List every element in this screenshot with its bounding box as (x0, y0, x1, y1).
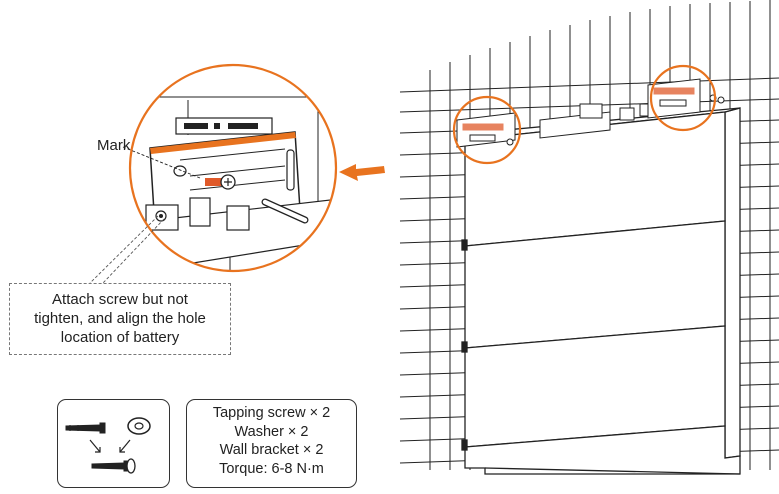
tapping-screw-icon (65, 422, 106, 434)
mark-label: Mark (97, 137, 131, 154)
mark-leader (122, 146, 201, 179)
instruction-callout: Attach screw but not tighten, and align … (9, 283, 231, 355)
highlight-circle-right (649, 64, 717, 132)
battery-stack (461, 107, 741, 475)
zoom-circle (128, 63, 338, 273)
callout-line: Attach screw but not (52, 291, 188, 308)
hardware-kit-box (57, 399, 170, 488)
spec-line: Torque: 6-8 N·m (219, 460, 324, 477)
spec-line: Washer × 2 (234, 423, 309, 440)
spec-line: Tapping screw × 2 (212, 405, 331, 421)
wall-bracket-left (456, 112, 516, 148)
hardware-spec-box: Tapping screw × 2 Washer × 2 Wall bracke… (186, 399, 357, 488)
callout-leader (89, 215, 165, 284)
highlight-circle-left (452, 95, 522, 165)
washer-icon (127, 417, 151, 435)
zoom-detail (130, 65, 336, 271)
callout-line: tighten, and align the hole (34, 310, 206, 327)
assembled-screw-icon (91, 458, 136, 474)
spec-line: Wall bracket × 2 (219, 442, 324, 458)
assembly-arrows-icon (89, 439, 131, 453)
wall-bracket-right (647, 78, 725, 119)
callout-line: location of battery (60, 329, 180, 346)
battery-top-connector (539, 103, 655, 139)
direction-arrow-icon (339, 164, 385, 181)
